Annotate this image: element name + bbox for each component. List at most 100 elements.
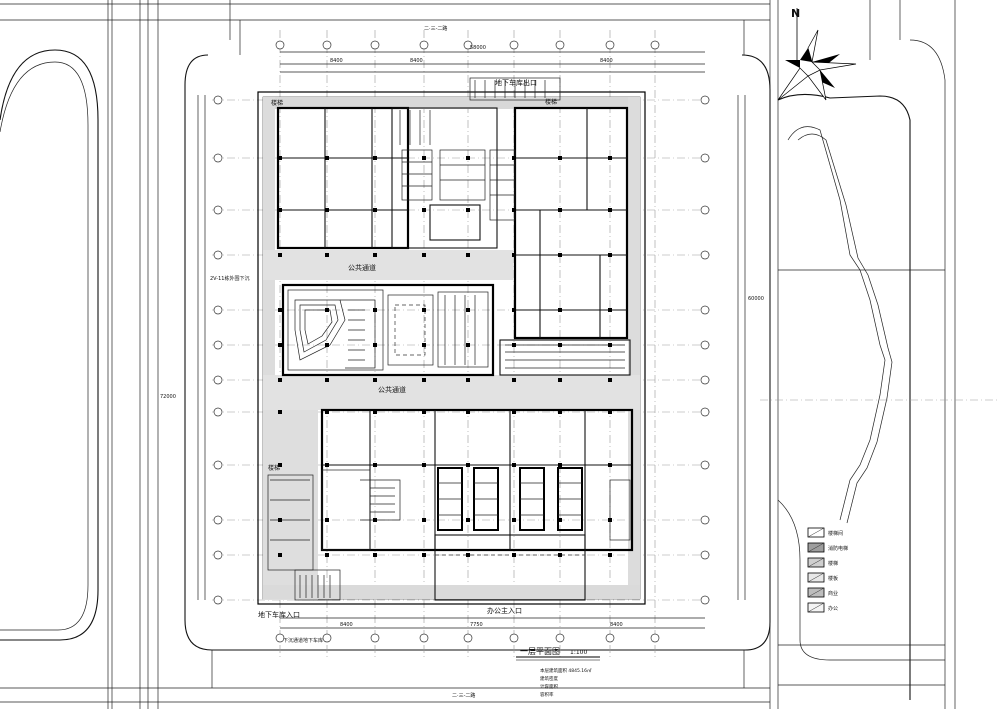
column	[278, 378, 282, 382]
column	[558, 378, 562, 382]
column	[608, 208, 612, 212]
axis-bubble-right	[700, 460, 710, 470]
axis-bubble-right	[700, 205, 710, 215]
column	[373, 378, 377, 382]
legend-hatch	[807, 587, 825, 598]
column	[325, 410, 329, 414]
axis-bubble-right	[700, 550, 710, 560]
column	[278, 463, 282, 467]
column	[422, 343, 426, 347]
column	[512, 463, 516, 467]
column	[422, 253, 426, 257]
column	[278, 253, 282, 257]
label-office-entrance: 办公主入口	[487, 606, 522, 615]
note-3: 计容面积	[540, 683, 558, 690]
label-parking-entrance: 地下车库入口	[258, 610, 300, 619]
legend-label: 商业	[828, 590, 838, 597]
drawing-title: 一层平面图	[520, 647, 560, 656]
column	[608, 410, 612, 414]
axis-bubble-bottom	[370, 633, 380, 643]
column	[373, 253, 377, 257]
column	[512, 308, 516, 312]
column	[558, 518, 562, 522]
drawing-scale: 1:100	[570, 649, 587, 656]
column	[466, 208, 470, 212]
column	[558, 208, 562, 212]
column	[373, 308, 377, 312]
drawing-title-block: 一层平面图 1:100	[516, 647, 600, 661]
column	[373, 208, 377, 212]
drawing-labels: 地下车库出口 公共通道 公共通道 办公主入口 地下车库入口 下沉通道地下车库 2…	[210, 25, 557, 699]
label-road-bottom: 二·三-二路	[452, 692, 475, 699]
axis-bubble-bottom	[419, 633, 429, 643]
legend-label: 楼板	[828, 575, 838, 582]
podium-outline	[257, 91, 646, 605]
bottom-dimensions: 8400 7750 8400	[280, 617, 705, 629]
right-landscape	[760, 0, 1000, 709]
legend-hatch	[807, 602, 825, 613]
column	[325, 378, 329, 382]
column	[278, 410, 282, 414]
axis-bubble-left	[213, 595, 223, 605]
axis-bubble-left	[213, 153, 223, 163]
column	[512, 378, 516, 382]
column	[325, 308, 329, 312]
axis-bubble-top	[650, 40, 660, 50]
note-4: 容积率	[540, 691, 554, 698]
column	[608, 463, 612, 467]
column	[608, 343, 612, 347]
column	[325, 343, 329, 347]
axis-bubble-bottom	[555, 633, 565, 643]
column	[278, 308, 282, 312]
legend-label: 楼梯	[828, 560, 838, 567]
column	[608, 253, 612, 257]
axis-bubble-right	[700, 250, 710, 260]
axis-bubble-left	[213, 205, 223, 215]
axis-bubble-top	[370, 40, 380, 50]
column	[422, 378, 426, 382]
axis-bubble-left	[213, 375, 223, 385]
dim-top-3: 8400	[600, 58, 613, 64]
column	[608, 518, 612, 522]
column	[422, 410, 426, 414]
column	[278, 208, 282, 212]
column	[608, 308, 612, 312]
note-1: 本层建筑面积 4845.16㎡	[540, 667, 592, 674]
legend-hatch	[807, 557, 825, 568]
axis-bubble-bottom	[509, 633, 519, 643]
column	[466, 518, 470, 522]
dim-bottom-1: 8400	[340, 622, 353, 628]
column	[558, 463, 562, 467]
axis-bubble-left	[213, 460, 223, 470]
column	[278, 553, 282, 557]
column	[373, 156, 377, 160]
axis-bubble-right	[700, 305, 710, 315]
legend-hatch	[807, 527, 825, 538]
dim-bottom-3: 8400	[610, 622, 623, 628]
north-label: N	[791, 7, 800, 20]
axis-bubble-top	[322, 40, 332, 50]
column	[373, 410, 377, 414]
axis-bubble-left	[213, 305, 223, 315]
column	[466, 343, 470, 347]
label-public-passage-upper: 公共通道	[348, 263, 376, 272]
dim-left-total: 72000	[160, 394, 176, 400]
column	[608, 378, 612, 382]
label-ramp-note: 下沉通道地下车库	[283, 637, 323, 644]
column	[373, 553, 377, 557]
axis-bubble-bottom	[463, 633, 473, 643]
axis-bubble-top	[463, 40, 473, 50]
column	[558, 253, 562, 257]
column	[422, 463, 426, 467]
axis-bubble-left	[213, 250, 223, 260]
axis-bubble-left	[213, 550, 223, 560]
axis-bubble-bottom	[605, 633, 615, 643]
column	[466, 378, 470, 382]
column	[373, 463, 377, 467]
axis-bubble-top	[419, 40, 429, 50]
column	[558, 156, 562, 160]
legend-label: 楼梯间	[828, 530, 843, 537]
column	[466, 156, 470, 160]
notes-block: 本层建筑面积 4845.16㎡ 建筑密度 计容面积 容积率	[540, 667, 592, 698]
